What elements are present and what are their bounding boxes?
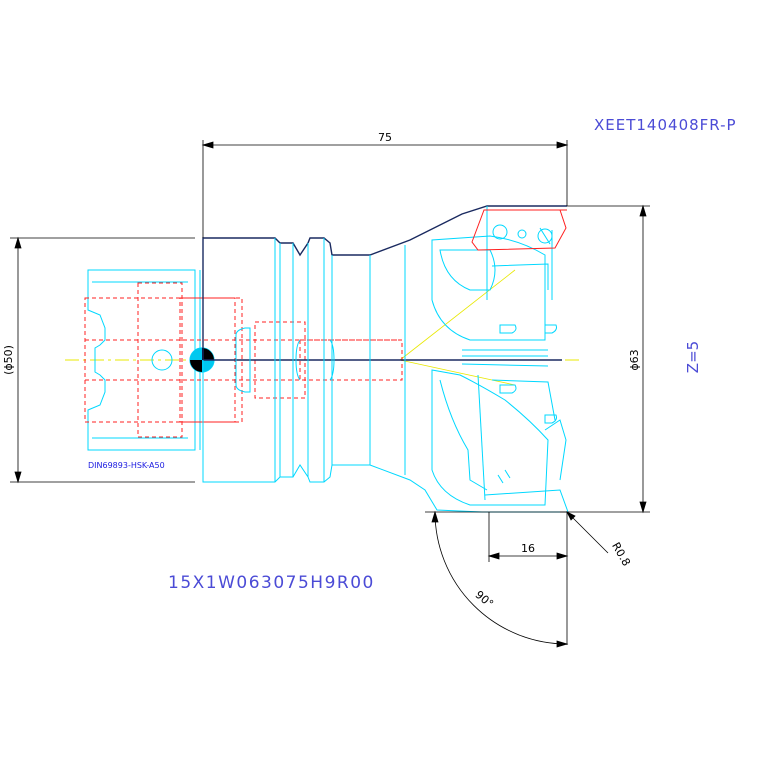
cutting-insert — [471, 209, 567, 251]
datum-symbol — [189, 347, 215, 373]
tool-body-outline — [202, 206, 569, 513]
tool-code: 15X1W063075H9R00 — [168, 573, 375, 593]
insert-code: XEET140408FR-P — [594, 116, 737, 134]
cutter-diameter-label: ϕ63 — [628, 349, 641, 370]
length-dimension-label: 75 — [378, 131, 392, 144]
dimension-lines — [10, 140, 650, 648]
insert-width-label: 16 — [521, 542, 535, 555]
interface-label: DIN69893-HSK-A50 — [88, 461, 165, 470]
tool-body-top-edge — [202, 205, 567, 360]
shank-diameter-label: (ϕ50) — [2, 345, 15, 375]
diagonal-construction-line-upper — [399, 269, 516, 361]
diagonal-construction-line-lower — [399, 359, 516, 386]
insert-screw — [492, 224, 553, 245]
tooth-count: Z=5 — [684, 341, 702, 373]
corner-radius-label: R0.8 — [609, 540, 633, 568]
